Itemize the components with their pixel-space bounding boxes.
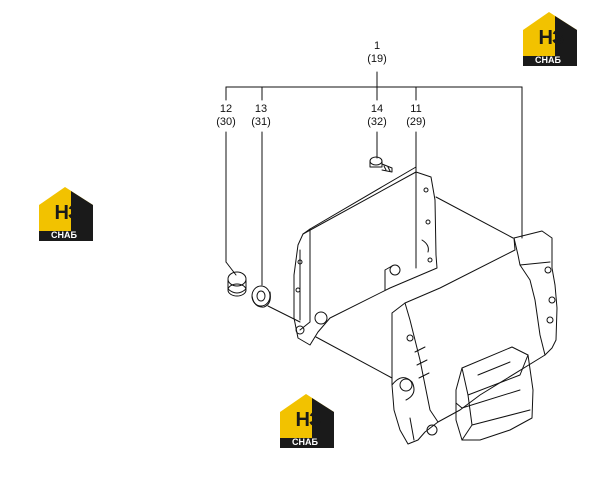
grommet-ring: [251, 285, 271, 308]
callout-12: 12 (30): [206, 103, 246, 129]
watermark-logo: НЗ СНАБ: [35, 183, 99, 241]
logo-mark: НЗ: [295, 409, 322, 431]
logo-word: СНАБ: [51, 230, 77, 240]
grommet: [227, 271, 247, 297]
logo-house-icon: [280, 394, 334, 448]
watermark-logo: НЗ СНАБ: [276, 390, 340, 448]
logo-house-icon: [523, 12, 577, 66]
callout-number: 12: [219, 103, 233, 115]
callout-number: 1: [373, 40, 381, 52]
controller-unit: [391, 230, 558, 445]
callout-1: 1 (19): [357, 40, 397, 66]
callout-11: 11 (29): [396, 103, 436, 129]
callout-sub: (32): [367, 116, 387, 128]
watermark-logo: НЗ СНАБ: [519, 8, 583, 66]
logo-mark: НЗ: [54, 202, 81, 224]
screw: [369, 156, 393, 173]
logo-word: СНАБ: [292, 437, 318, 447]
callout-number: 11: [410, 103, 422, 115]
logo-word: СНАБ: [535, 55, 561, 65]
callout-14: 14 (32): [357, 103, 397, 129]
callout-sub: (19): [367, 53, 387, 65]
callout-13: 13 (31): [241, 103, 281, 129]
logo-mark: НЗ: [538, 27, 565, 49]
logo-house-icon: [39, 187, 93, 241]
bracket-plate: [293, 166, 438, 346]
callout-number: 13: [254, 103, 268, 115]
callout-sub: (31): [251, 116, 271, 128]
callout-sub: (29): [406, 116, 426, 128]
callout-number: 14: [370, 103, 384, 115]
callout-sub: (30): [216, 116, 236, 128]
